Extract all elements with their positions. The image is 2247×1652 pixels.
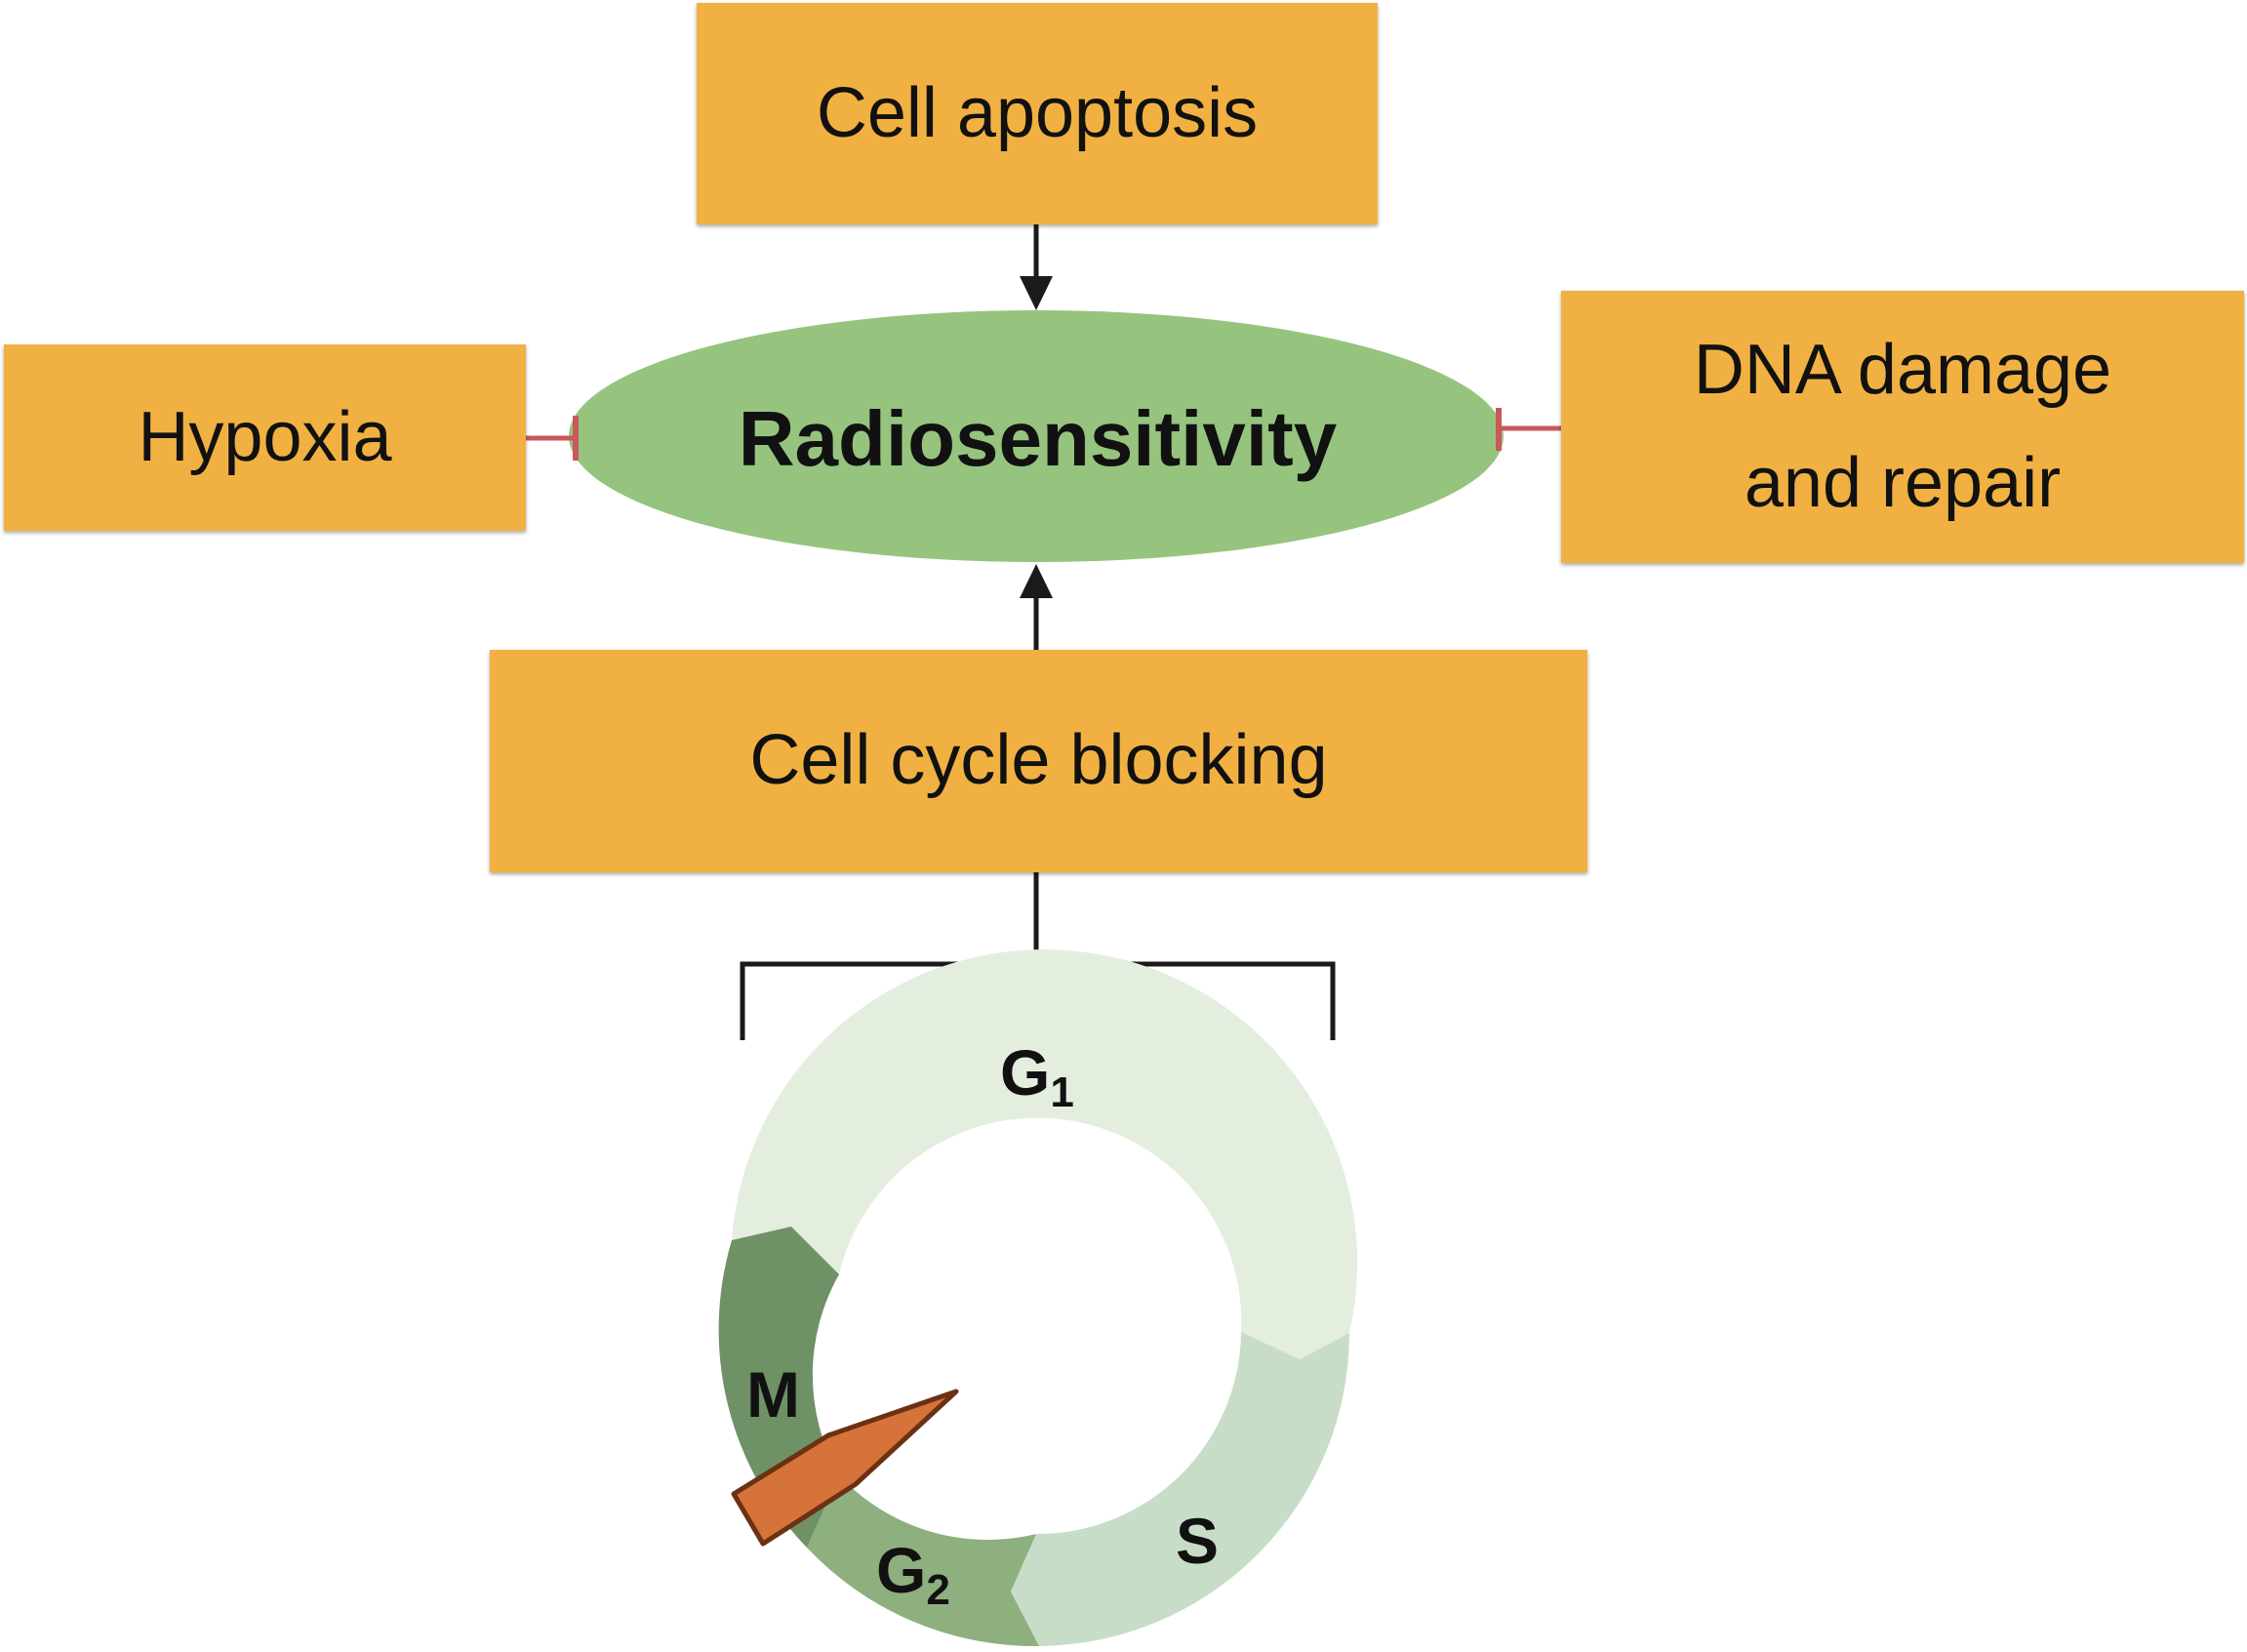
g2-phase-segment bbox=[807, 1475, 1039, 1647]
cell-apoptosis-label: Cell apoptosis bbox=[816, 73, 1259, 152]
dna-inhibition-edge bbox=[1496, 408, 1561, 451]
radiosensitivity-ellipse bbox=[569, 310, 1504, 562]
cell-cycle-pointer-icon bbox=[731, 1389, 959, 1547]
phase-label-m: M bbox=[746, 1358, 800, 1430]
phase-label-g2: G2 bbox=[876, 1534, 950, 1614]
g1-phase-segment bbox=[732, 949, 1358, 1359]
phase-label-g1: G1 bbox=[1000, 1036, 1074, 1116]
hypoxia-box: Hypoxia bbox=[4, 344, 526, 531]
radiosensitivity-label: Radiosensitivity bbox=[738, 395, 1338, 482]
dna-damage-label-line1: DNA damage bbox=[1693, 331, 2112, 410]
cell-cycle-blocking-box: Cell cycle blocking bbox=[490, 650, 1587, 872]
hypoxia-inhibition-edge bbox=[526, 416, 579, 461]
apoptosis-arrow bbox=[1020, 224, 1053, 310]
cycle-blocking-arrow bbox=[1020, 564, 1053, 650]
s-phase-segment bbox=[1011, 1332, 1349, 1646]
dna-damage-repair-box: DNA damage and repair bbox=[1561, 291, 2244, 563]
cell-apoptosis-box: Cell apoptosis bbox=[697, 3, 1378, 224]
dna-damage-label-line2: and repair bbox=[1744, 443, 2062, 522]
hypoxia-label: Hypoxia bbox=[138, 397, 392, 476]
phase-label-s: S bbox=[1176, 1505, 1219, 1577]
cell-cycle-blocking-label: Cell cycle blocking bbox=[749, 721, 1328, 800]
